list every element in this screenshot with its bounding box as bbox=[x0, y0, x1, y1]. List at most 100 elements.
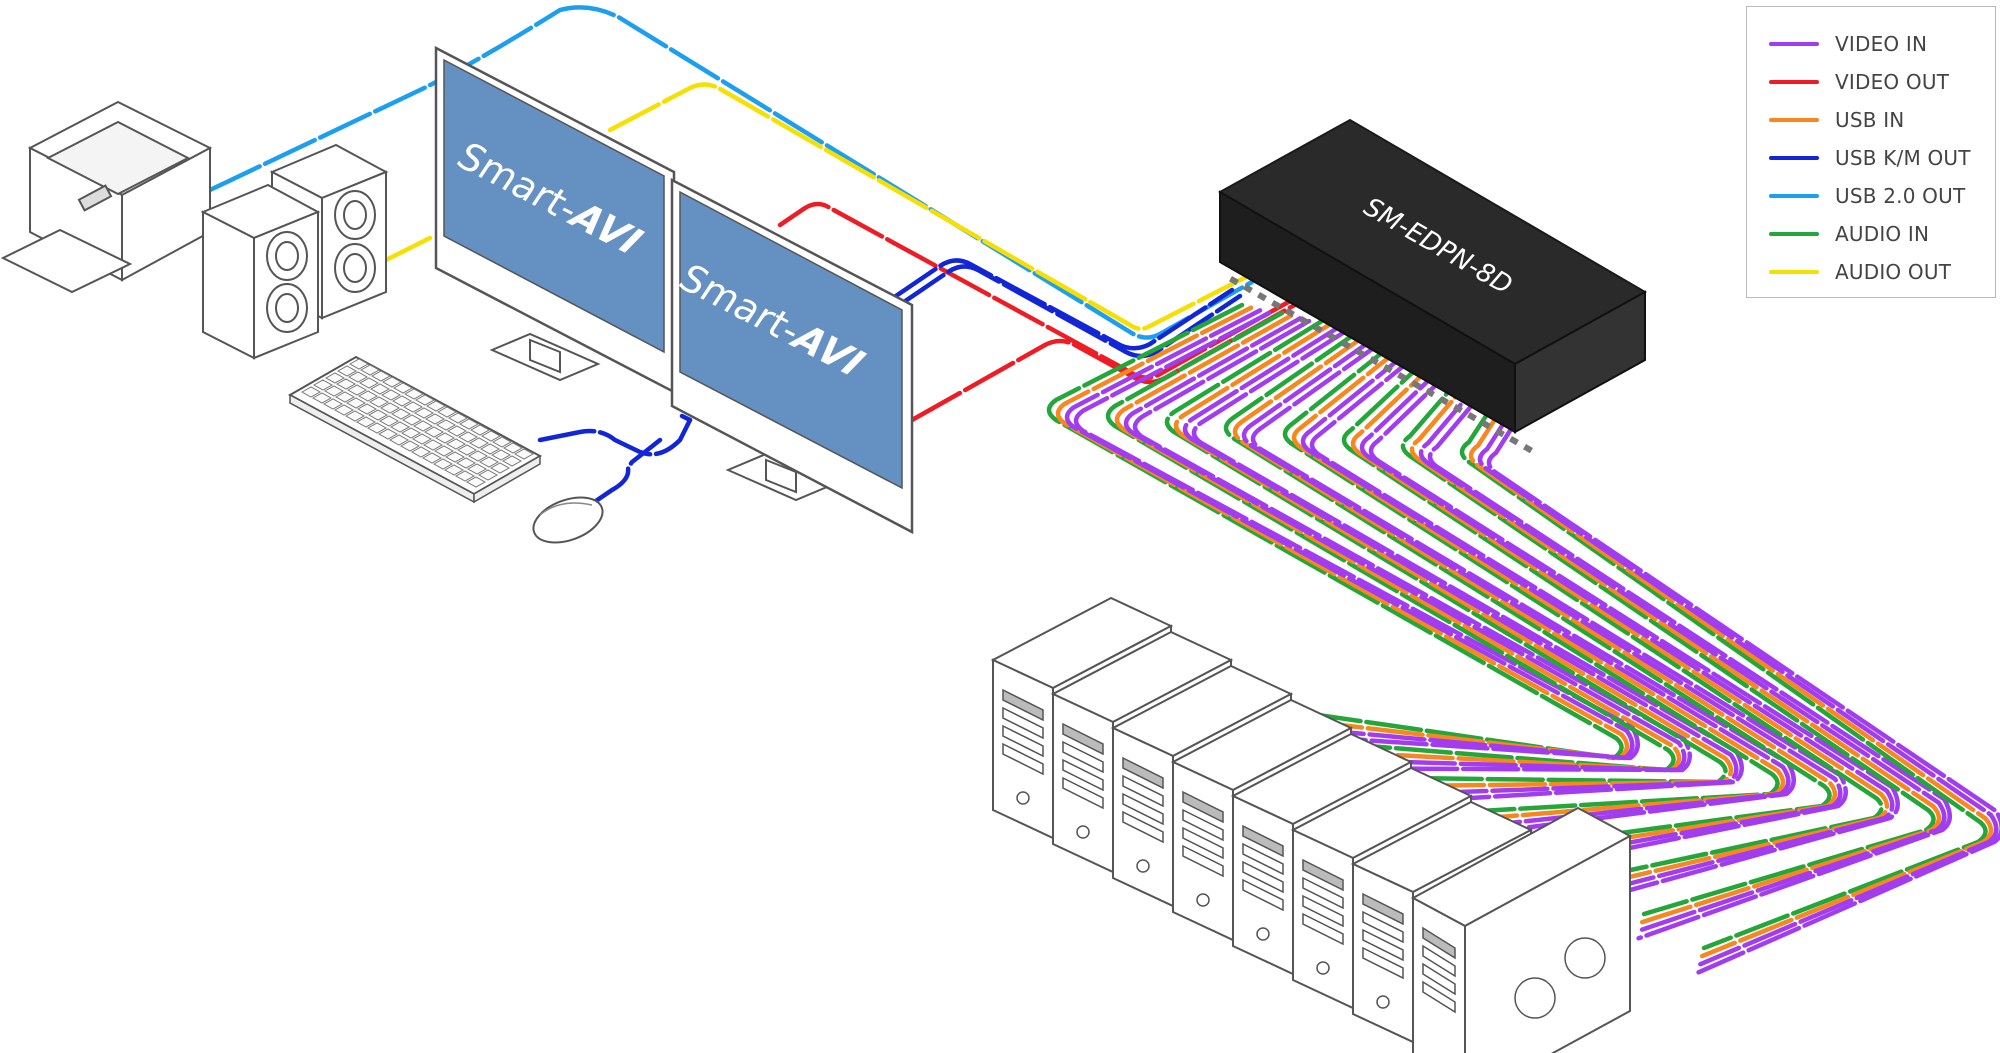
cable-computer-8 bbox=[1468, 361, 1994, 959]
cable-computer-4 bbox=[1250, 334, 1796, 839]
legend-item-video-in: VIDEO IN bbox=[1769, 25, 1927, 63]
cable-computer-7 bbox=[1427, 358, 1952, 941]
tower-drive-bay bbox=[1242, 824, 1284, 858]
cable-computer-8 bbox=[1459, 358, 1988, 951]
keyboard-key bbox=[381, 376, 403, 388]
keyboard-key bbox=[466, 463, 488, 475]
legend-swatch bbox=[1769, 118, 1819, 122]
keyboard-key bbox=[421, 452, 443, 464]
legend-item-usb-in: USB IN bbox=[1769, 101, 1904, 139]
switch-port bbox=[1299, 316, 1309, 326]
cable-video-out bbox=[777, 201, 1295, 380]
switch-port bbox=[1481, 420, 1491, 430]
legend-item-usb-2-out: USB 2.0 OUT bbox=[1769, 177, 1965, 215]
keyboard-key bbox=[432, 458, 454, 470]
tower-drive-bay bbox=[1062, 740, 1104, 774]
switch-port bbox=[1495, 428, 1505, 438]
keyboard-key bbox=[458, 418, 480, 430]
tower-drive-bay bbox=[1362, 892, 1404, 926]
cable-usb-km-out bbox=[537, 417, 693, 457]
keyboard-key bbox=[336, 365, 358, 377]
legend-label: USB 2.0 OUT bbox=[1835, 184, 1966, 208]
keyboard-key bbox=[322, 398, 344, 410]
keyboard-key bbox=[480, 430, 502, 442]
tower-drive-bay bbox=[1182, 826, 1224, 860]
tower-front bbox=[1112, 726, 1174, 908]
keyboard-key bbox=[359, 364, 381, 376]
cable-usb-2-out bbox=[557, 5, 1255, 340]
tower-front bbox=[1172, 760, 1234, 942]
tower-drive-bay bbox=[1302, 876, 1344, 910]
switch-port bbox=[1383, 364, 1393, 374]
keyboard-key bbox=[501, 455, 523, 467]
keyboard-key bbox=[312, 379, 334, 391]
keyboard-key bbox=[391, 395, 413, 407]
tower-drive-bay bbox=[1062, 722, 1104, 756]
keyboard-key bbox=[355, 416, 377, 428]
cable-computer-8 bbox=[1477, 364, 1999, 967]
keyboard-key bbox=[457, 431, 479, 443]
keyboard-key bbox=[367, 409, 389, 421]
keyboard-key bbox=[311, 392, 333, 404]
cable-computer-3 bbox=[1164, 318, 1728, 785]
tower-fan bbox=[1564, 937, 1606, 979]
cable-computer-2 bbox=[1123, 316, 1687, 773]
speaker-icon bbox=[200, 183, 321, 360]
cable-computer-6 bbox=[1341, 342, 1884, 883]
cable-computer-4 bbox=[1223, 326, 1780, 815]
keyboard-key bbox=[445, 438, 467, 450]
legend: VIDEO IN VIDEO OUT USB IN USB K/M OUT US… bbox=[1746, 6, 1996, 298]
keyboard-key bbox=[513, 448, 535, 460]
switch-port bbox=[1271, 299, 1281, 310]
tower-drive-bay bbox=[1362, 928, 1404, 962]
keyboard-key bbox=[479, 443, 501, 455]
keyboard-key bbox=[491, 436, 513, 448]
cable-computer-5 bbox=[1309, 342, 1848, 873]
cable-computer-3 bbox=[1173, 321, 1734, 789]
tower-drive-bay bbox=[1122, 756, 1164, 790]
cable-computer-1 bbox=[1064, 308, 1635, 761]
tower-power-button bbox=[1196, 893, 1210, 907]
keyboard-key bbox=[356, 403, 378, 415]
tower-drive-bay bbox=[1302, 912, 1344, 946]
monitor-icon: Smart-AVI bbox=[434, 45, 676, 395]
keyboard-key bbox=[345, 397, 367, 409]
switch-port bbox=[1397, 371, 1407, 382]
switch-port bbox=[1425, 388, 1435, 398]
tower-drive-bay bbox=[1182, 808, 1224, 842]
cable-computer-6 bbox=[1368, 350, 1900, 907]
tower-drive-bay bbox=[1122, 792, 1164, 826]
cable-computer-5 bbox=[1291, 337, 1838, 857]
tower-drive-bay bbox=[1182, 844, 1224, 878]
legend-swatch bbox=[1769, 270, 1819, 274]
legend-label: VIDEO IN bbox=[1835, 32, 1928, 56]
keyboard-key bbox=[435, 419, 457, 431]
cable-usb-km-out bbox=[887, 258, 1235, 351]
keyboard-key bbox=[347, 371, 369, 383]
tower-power-button bbox=[1136, 859, 1150, 873]
keyboard-key bbox=[477, 469, 499, 481]
switch-port bbox=[1509, 436, 1519, 446]
legend-item-video-out: VIDEO OUT bbox=[1769, 63, 1949, 101]
keyboard-key bbox=[467, 450, 489, 462]
tower-drive-bay bbox=[1242, 842, 1284, 876]
tower-front bbox=[1232, 794, 1294, 976]
legend-swatch bbox=[1769, 80, 1819, 84]
keyboard-key bbox=[392, 382, 414, 394]
cable-computer-4 bbox=[1241, 332, 1791, 831]
keyboard-key bbox=[300, 386, 322, 398]
keyboard-key bbox=[401, 414, 423, 426]
switch-port bbox=[1341, 340, 1351, 350]
cable-computer-3 bbox=[1182, 324, 1739, 797]
legend-swatch bbox=[1769, 156, 1819, 160]
cable-layer bbox=[207, 5, 2000, 975]
keyboard-key bbox=[502, 442, 524, 454]
computer-tower-icon bbox=[1410, 806, 1633, 1053]
legend-label: USB K/M OUT bbox=[1835, 146, 1971, 170]
keyboard-key bbox=[333, 404, 355, 416]
tower-drive-bay bbox=[1242, 878, 1284, 912]
keyboard-key bbox=[358, 377, 380, 389]
legend-swatch bbox=[1769, 194, 1819, 198]
keyboard-key bbox=[357, 390, 379, 402]
tower-power-button bbox=[1076, 825, 1090, 839]
